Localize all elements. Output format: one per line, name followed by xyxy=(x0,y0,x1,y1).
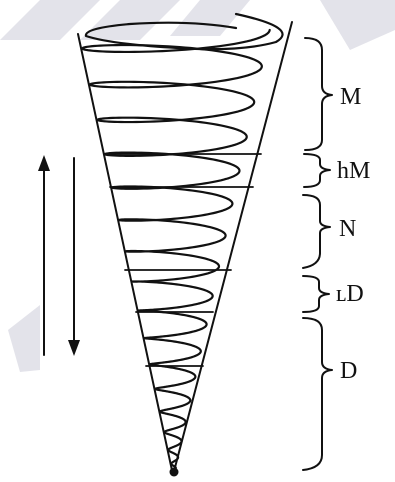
brace-d xyxy=(302,317,333,471)
cone-outline xyxy=(77,21,293,476)
label-d: D xyxy=(340,358,357,384)
arrow-up-icon xyxy=(38,155,50,356)
brace-m xyxy=(304,37,333,151)
label-n: N xyxy=(339,216,356,242)
label-ld: ʟD xyxy=(336,281,364,307)
brace-ld xyxy=(302,275,330,313)
spiral-coil xyxy=(81,12,284,470)
label-hm: hM xyxy=(337,158,370,184)
spiral-path xyxy=(81,28,271,470)
spiral-top-loop xyxy=(84,12,284,51)
watermark xyxy=(0,0,395,372)
brace-n xyxy=(302,194,331,269)
brace-hm xyxy=(303,153,331,188)
arrow-down-icon xyxy=(68,157,80,356)
cone-tip-dot xyxy=(169,467,179,477)
label-m: M xyxy=(340,84,361,110)
